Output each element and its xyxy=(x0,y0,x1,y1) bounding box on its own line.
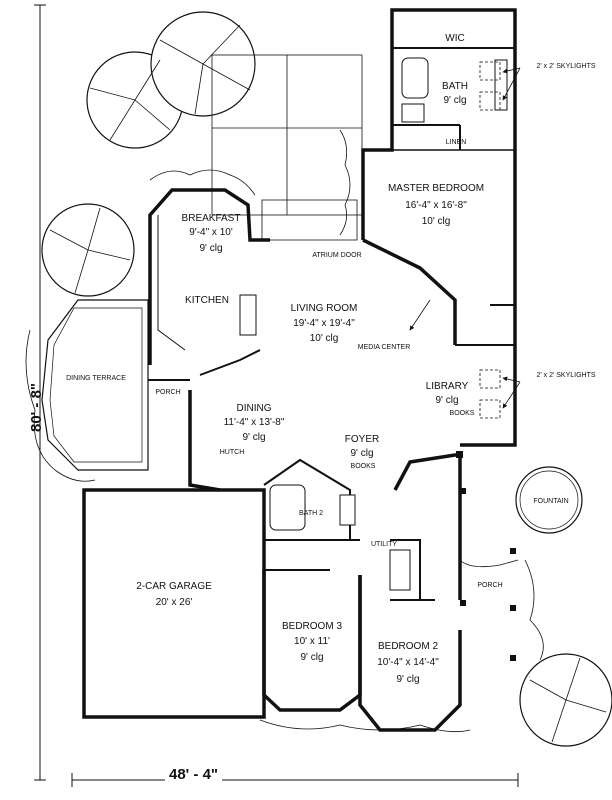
label-dining-terrace: DINING TERRACE xyxy=(66,375,126,382)
label-bedroom3-size: 10' x 11' xyxy=(294,636,330,647)
interior-walls xyxy=(148,47,515,601)
label-master-bedroom: MASTER BEDROOM xyxy=(387,183,485,194)
label-porch-west: PORCH xyxy=(155,389,181,396)
label-living-room: LIVING ROOM xyxy=(290,303,358,314)
label-foyer-clg: 9' clg xyxy=(350,448,374,459)
label-fountain: FOUNTAIN xyxy=(533,498,569,505)
label-dining-clg: 9' clg xyxy=(242,432,266,443)
label-bedroom3: BEDROOM 3 xyxy=(281,621,343,632)
rear-patio xyxy=(211,54,363,241)
fountain-symbol xyxy=(515,466,583,534)
label-media-center: MEDIA CENTER xyxy=(357,344,411,351)
dimension-width: 48' - 4" xyxy=(165,766,223,783)
label-bedroom2: BEDROOM 2 xyxy=(377,641,439,652)
dining-terrace-outline xyxy=(41,299,149,471)
label-foyer-books: BOOKS xyxy=(350,463,376,470)
label-master-size: 16'-4" x 16'-8" xyxy=(405,200,467,211)
label-breakfast: BREAKFAST xyxy=(181,213,241,224)
label-kitchen: KITCHEN xyxy=(185,295,229,306)
label-living-size: 19'-4" x 19'-4" xyxy=(293,318,355,329)
label-dining: DINING xyxy=(236,403,272,414)
label-hutch: HUTCH xyxy=(219,449,245,456)
label-bath2: BATH 2 xyxy=(299,510,323,517)
label-garage-size: 20' x 26' xyxy=(155,597,193,608)
label-library: LIBRARY xyxy=(425,381,469,392)
label-skylights-library: 2' x 2' SKYLIGHTS xyxy=(536,372,596,379)
label-atrium-door: ATRIUM DOOR xyxy=(312,252,362,259)
label-foyer: FOYER xyxy=(344,434,380,445)
label-breakfast-clg: 9' clg xyxy=(199,243,223,254)
label-skylights-master: 2' x 2' SKYLIGHTS xyxy=(536,63,596,70)
label-library-books: BOOKS xyxy=(449,410,475,417)
label-bath-clg: 9' clg xyxy=(443,95,467,106)
label-porch-east: PORCH xyxy=(477,582,503,589)
label-garage: 2-CAR GARAGE xyxy=(136,581,212,592)
label-bath: BATH xyxy=(442,81,468,92)
tree-symbols xyxy=(41,11,612,747)
label-dining-size: 11'-4" x 13'-8" xyxy=(223,417,285,428)
label-bedroom3-clg: 9' clg xyxy=(300,652,324,663)
width-dimension-line xyxy=(71,773,519,787)
label-living-clg: 10' clg xyxy=(309,333,339,344)
label-breakfast-size: 9'-4" x 10' xyxy=(189,227,233,238)
landscaping xyxy=(25,129,544,733)
porch-columns xyxy=(456,451,516,661)
depth-dimension-line xyxy=(34,4,46,781)
label-master-clg: 10' clg xyxy=(421,216,451,227)
label-bedroom2-size: 10'-4" x 14'-4" xyxy=(377,657,439,668)
label-linen: LINEN xyxy=(445,139,467,146)
dimension-depth: 80' - 8" xyxy=(28,382,45,432)
skylight-symbols xyxy=(479,61,501,419)
skylight-leaders xyxy=(409,67,521,409)
fixtures xyxy=(157,57,508,591)
label-utility: UTILITY xyxy=(370,541,398,548)
label-library-clg: 9' clg xyxy=(435,395,459,406)
label-wic: WIC xyxy=(445,33,465,44)
label-bedroom2-clg: 9' clg xyxy=(396,674,420,685)
